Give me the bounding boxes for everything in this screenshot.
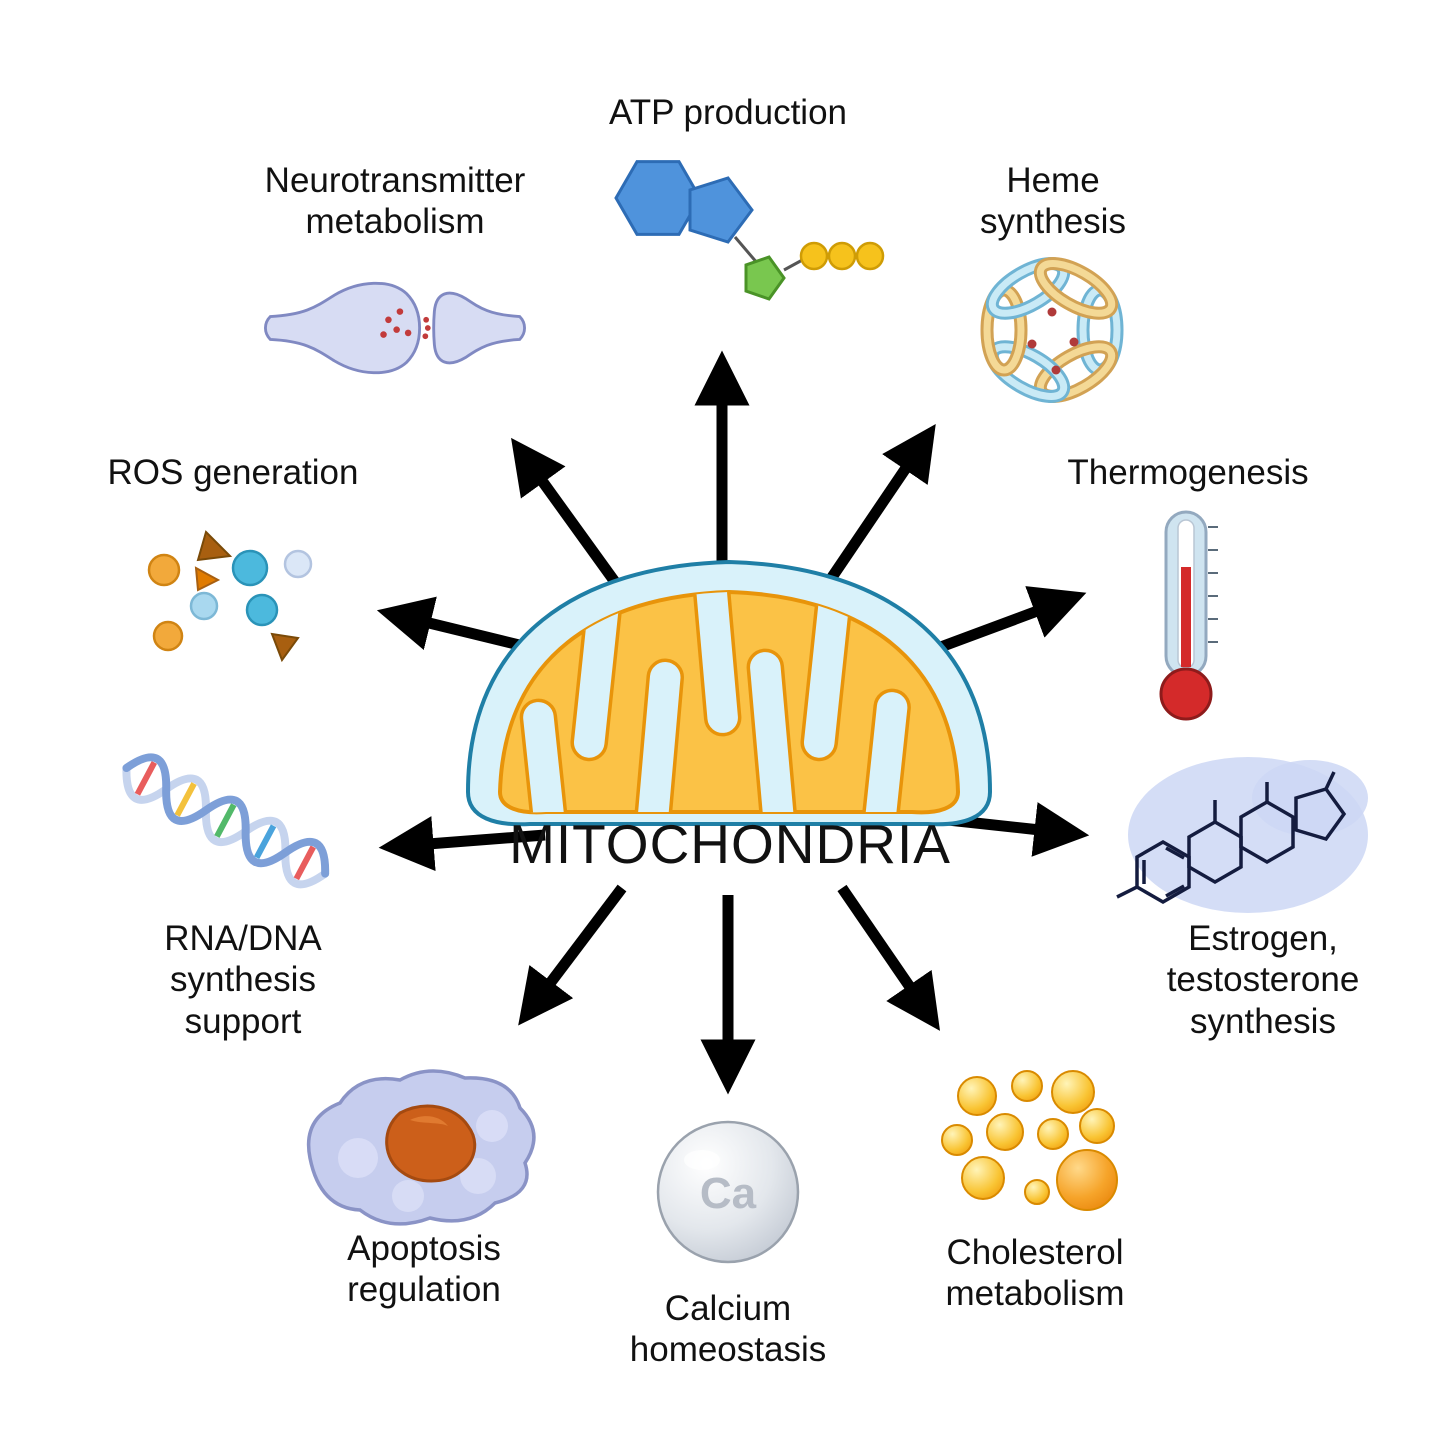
postsynaptic-terminal [432,291,526,365]
neurotransmitter-vesicles [380,308,431,340]
mitochondrion-illustration [465,559,993,827]
phosphate-1 [799,241,829,271]
cholesterol-droplets-icon [941,1070,1118,1211]
thermometer-bulb [1159,667,1213,721]
label-calcium-homeostasis: Calcium homeostasis [629,1289,827,1370]
presynaptic-terminal [264,281,422,375]
label-ros-generation: ROS generation [107,453,359,492]
thermometer-icon [1159,510,1218,721]
arrow-rna-dna [378,816,546,871]
steroid-molecule-icon [1116,757,1368,913]
label-heme-synthesis: Heme synthesis [980,161,1126,242]
cristae [519,592,911,813]
label-thermogenesis: Thermogenesis [1067,453,1309,492]
label-cholesterol-metabolism: Cholesterol metabolism [945,1233,1125,1314]
heme-groups [1027,307,1079,375]
arrow-thermogenesis [936,586,1087,654]
label-rna-dna-support: RNA/DNA synthesis support [164,919,322,1041]
label-estrogen-synthesis: Estrogen, testosterone synthesis [1166,919,1360,1041]
heme-protein-icon [980,257,1124,403]
ros-particles-icon [147,530,313,663]
dna-helix-icon [122,753,330,889]
center-title-mitochondria: MITOCHONDRIA [509,813,951,875]
phosphate-2 [827,241,857,271]
cell-nucleus [385,1104,477,1183]
arrow-heme [817,424,936,596]
adenine-pentagon [688,176,754,244]
arrow-cholesterol [837,884,941,1031]
steroid-rings [1116,771,1347,905]
arrow-apoptosis [518,884,627,1026]
apoptosis-cell-icon [306,1069,536,1226]
calcium-symbol: Ca [700,1169,757,1218]
adenine-hexagon [614,160,702,236]
atp-molecule-icon [614,160,885,301]
phosphate-3 [855,241,885,271]
label-apoptosis-regulation: Apoptosis regulation [347,1229,501,1310]
ribose-pentagon [744,255,786,301]
synapse-icon [264,281,526,375]
calcium-sphere-icon: Ca [656,1120,800,1264]
label-atp-production: ATP production [608,93,848,132]
label-neurotransmitter: Neurotransmitter metabolism [264,161,526,242]
